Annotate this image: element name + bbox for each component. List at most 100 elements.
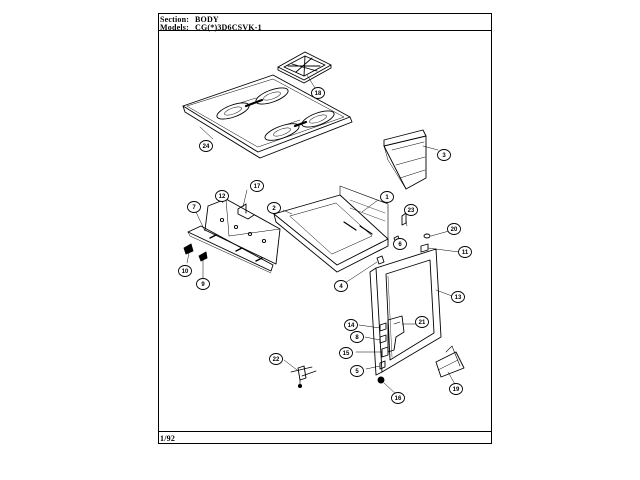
clip-part-11 [420,243,429,253]
side-panel [187,225,274,274]
callout-circle [350,331,364,343]
broiler-door [435,345,465,378]
callout-number: 7 [192,205,196,211]
oven-front-frame [369,248,442,376]
callout-18: 18 [311,87,325,99]
callout-circle [334,280,348,292]
callout-4: 4 [334,280,348,292]
callout-9: 9 [196,278,210,290]
callout-circle [350,365,364,377]
callout-number: 19 [453,387,460,393]
callout-circle [215,190,229,202]
callout-number: 21 [419,320,426,326]
callout-24: 24 [199,140,213,152]
header-rule [158,30,492,31]
callout-circle [437,149,451,161]
callout-number: 10 [182,269,189,275]
section-label: Section: [160,15,190,24]
footer-rule [158,431,492,432]
backguard [383,129,427,190]
callout-19: 19 [449,383,463,395]
callout-circle [339,347,353,359]
callout-6: 6 [393,238,407,250]
models-label: Models: [160,23,189,32]
callout-number: 3 [442,153,446,159]
callout-12: 12 [215,190,229,202]
callout-number: 22 [273,357,280,363]
callout-circle [447,223,461,235]
callout-14: 14 [344,319,358,331]
callout-21: 21 [415,316,429,328]
callout-7: 7 [187,201,201,213]
page-frame [158,13,492,444]
section-value: BODY [195,15,219,24]
callout-number: 16 [395,396,402,402]
callout-circle [404,204,418,216]
rivet-part-20 [423,233,431,239]
callout-circle [458,246,472,258]
bracket-part-15 [381,346,389,358]
callout-number: 4 [339,284,343,290]
callout-circle [269,353,283,365]
callout-1: 1 [380,191,394,203]
callout-circle [380,191,394,203]
clip-part-4 [376,255,385,265]
callout-2: 2 [267,202,281,214]
callout-10: 10 [178,265,192,277]
foot-part-16 [377,376,385,384]
callout-circle [187,201,201,213]
callout-number: 9 [201,282,205,288]
latch-part-14 [379,322,387,332]
screw-part-5 [379,360,386,370]
callout-circle [451,291,465,303]
callout-23: 23 [404,204,418,216]
callout-number: 2 [272,206,276,212]
callout-circle [199,140,213,152]
callout-number: 8 [355,335,359,341]
callout-circle [311,87,325,99]
callout-number: 12 [219,194,226,200]
callout-circle [415,316,429,328]
callout-13: 13 [451,291,465,303]
callout-number: 6 [398,242,402,248]
callout-circle [344,319,358,331]
callout-22: 22 [269,353,283,365]
leader-lines [186,74,460,396]
callout-number: 23 [408,208,415,214]
callout-11: 11 [458,246,472,258]
callout-8: 8 [350,331,364,343]
callout-number: 11 [462,250,469,256]
callout-circle [391,392,405,404]
callout-circle [250,180,264,192]
callout-circle [267,202,281,214]
leveling-foot-10 [183,243,194,255]
callout-5: 5 [350,365,364,377]
callout-number: 24 [203,144,210,150]
callout-number: 13 [455,295,462,301]
callout-number: 18 [315,91,322,97]
callout-number: 15 [343,351,350,357]
leveling-foot-9 [198,251,208,262]
callout-15: 15 [339,347,353,359]
callout-number: 17 [254,184,261,190]
spring-part-8 [379,334,387,344]
screw-part-23 [401,212,407,226]
models-value: CG(*)3D6CSVK-1 [195,23,262,32]
valve-assembly [290,365,317,389]
callout-circle [449,383,463,395]
callout-number: 20 [451,227,458,233]
callout-16: 16 [391,392,405,404]
callout-circle [178,265,192,277]
callout-circle [196,278,210,290]
main-top-panel [182,74,353,159]
callout-17: 17 [250,180,264,192]
callout-circle [393,238,407,250]
callout-number: 14 [348,323,355,329]
burner-grate [277,51,332,84]
callout-20: 20 [447,223,461,235]
bracket [237,203,255,220]
callout-3: 3 [437,149,451,161]
footer-date: 1/92 [160,434,176,443]
